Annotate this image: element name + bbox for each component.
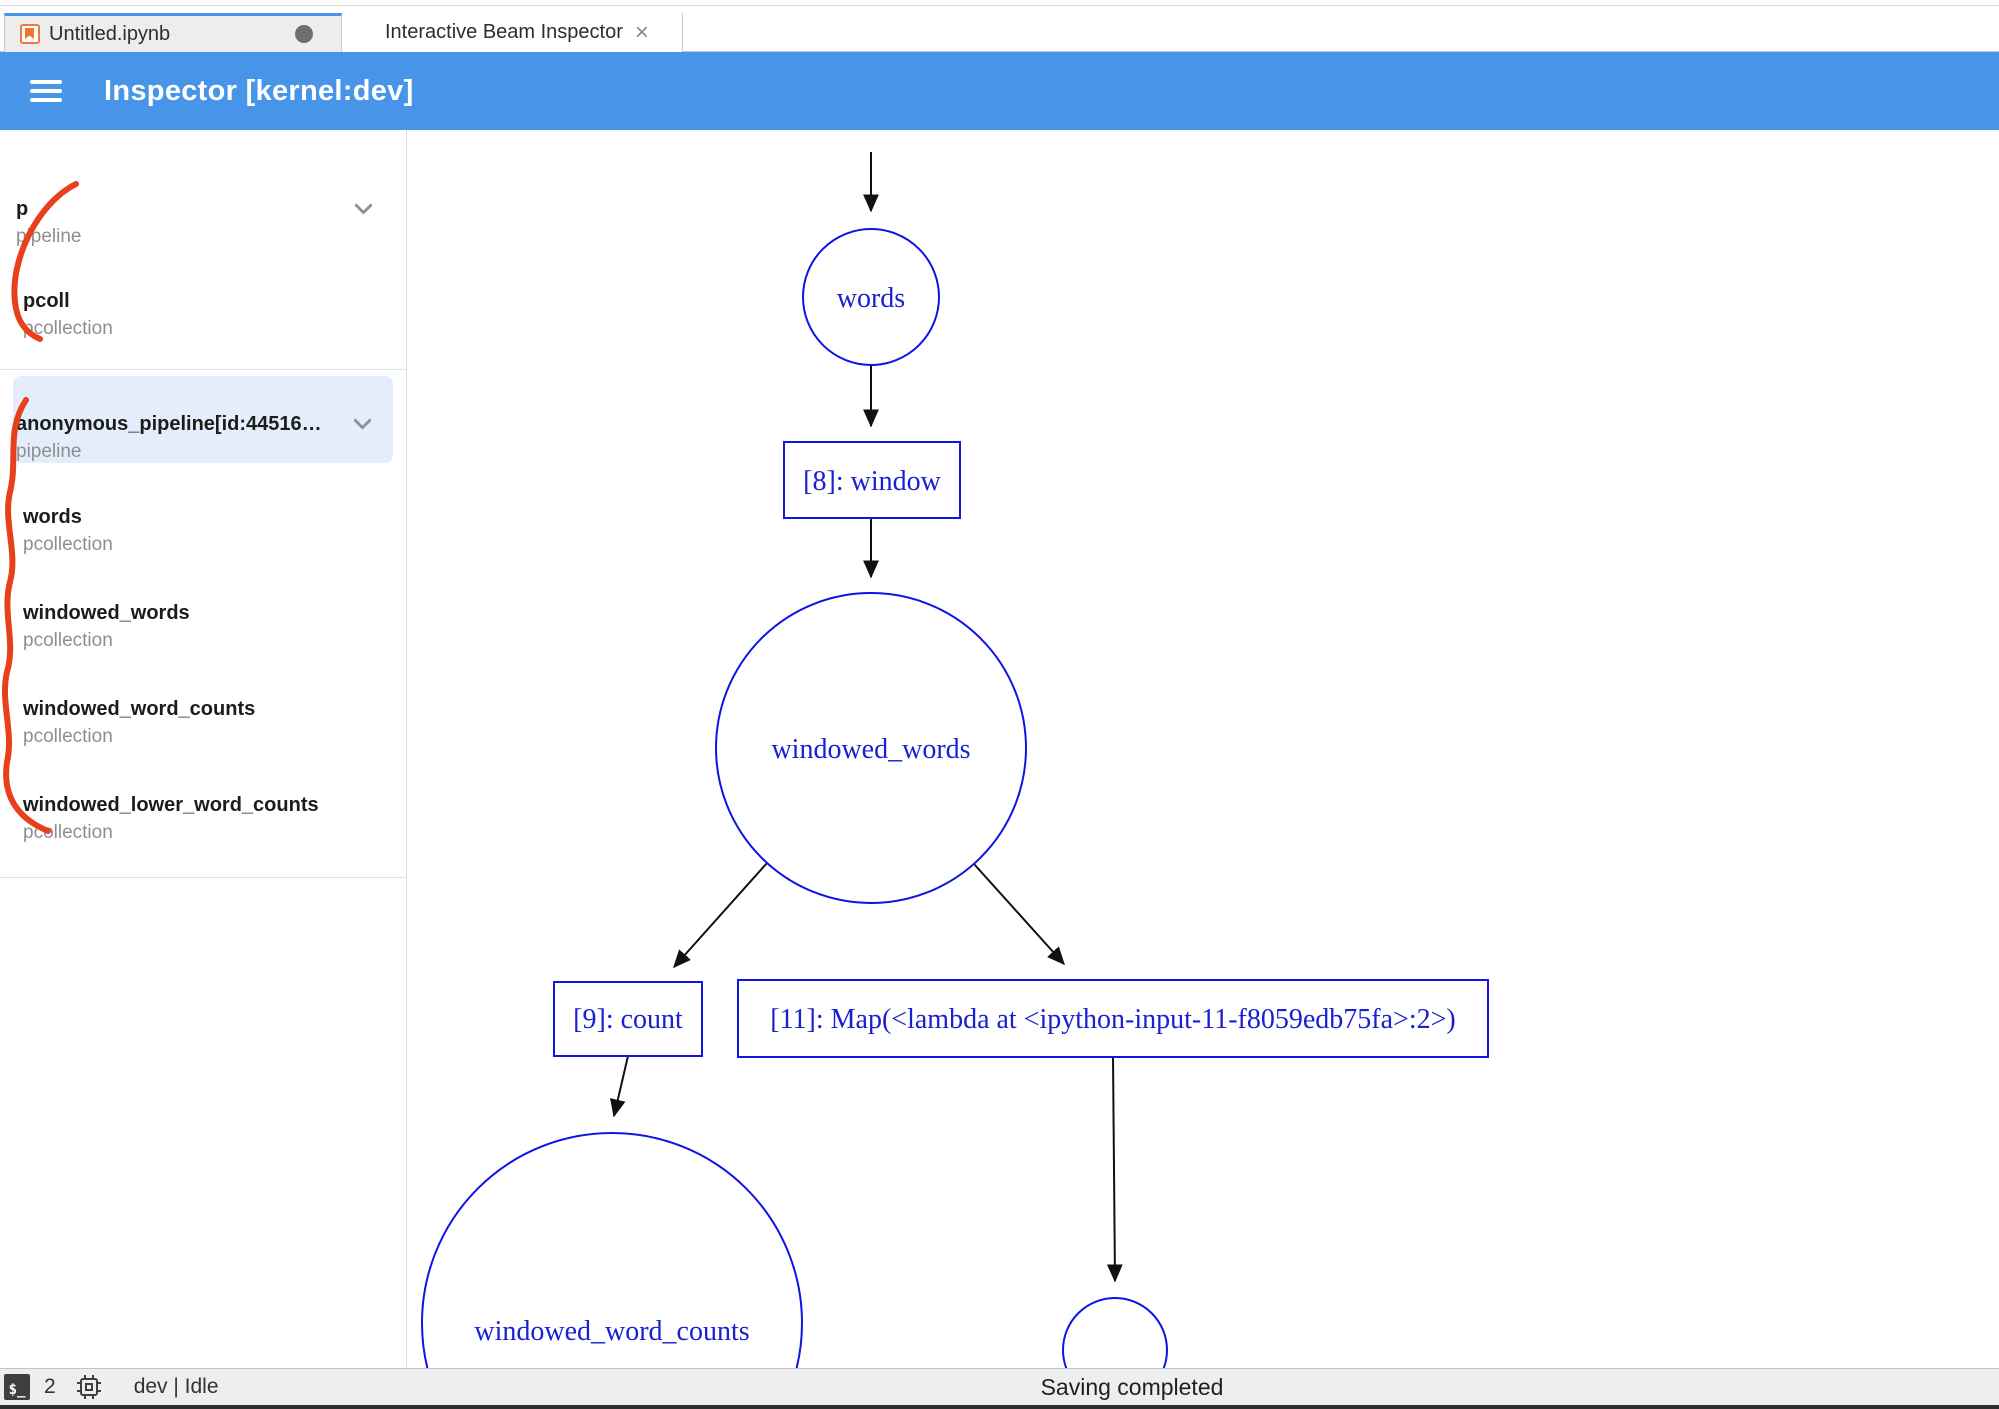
node-map-rect[interactable] <box>737 979 1489 1058</box>
item-name: windowed_lower_word_counts <box>23 794 319 816</box>
edge-count-to-windowed-word-counts <box>610 1055 629 1118</box>
item-name: p <box>16 198 29 220</box>
tab-label: Untitled.ipynb <box>49 22 171 45</box>
pipeline-list-p: p pipeline pcoll pcollection <box>0 153 406 370</box>
tab-untitled-notebook[interactable]: Untitled.ipynb <box>4 13 342 52</box>
node-count-label: [9]: count <box>573 1004 683 1035</box>
item-type: pcollection <box>23 726 113 747</box>
pipeline-graph: words [8]: window windowed_words [9]: co… <box>421 152 1489 1368</box>
edge-map-to-result <box>1106 1056 1123 1283</box>
node-window-label: [8]: window <box>803 466 941 497</box>
item-name: windowed_word_counts <box>23 698 256 720</box>
window-top-strip <box>0 0 1999 13</box>
node-count-rect[interactable] <box>553 981 703 1057</box>
inspector-content: p pipeline pcoll pcollection anonymous_p… <box>0 130 1999 1368</box>
tab-interactive-beam-inspector[interactable]: Interactive Beam Inspector × <box>342 13 683 52</box>
status-bar: $_ 2 dev | Idle Saving completed <box>0 1368 1999 1405</box>
window-bottom-edge <box>0 1405 1999 1409</box>
sidebar-item-words[interactable]: words pcollection <box>0 503 406 559</box>
node-windowed-word-counts-label: windowed_word_counts <box>474 1316 749 1347</box>
close-icon[interactable]: × <box>634 18 649 46</box>
item-type: pcollection <box>23 822 113 843</box>
node-window-rect[interactable] <box>783 441 961 519</box>
sidebar-item-windowed-lower-word-counts[interactable]: windowed_lower_word_counts pcollection <box>0 791 406 847</box>
item-name: pcoll <box>23 290 70 312</box>
node-map-label: [11]: Map(<lambda at <ipython-input-11-f… <box>770 1004 1455 1035</box>
node-result-circle[interactable] <box>1062 1297 1168 1368</box>
item-name: windowed_words <box>23 602 190 624</box>
dock-tab-bar: Untitled.ipynb Interactive Beam Inspecto… <box>0 13 1999 52</box>
hamburger-menu-icon[interactable] <box>30 75 62 107</box>
unsaved-changes-dot-icon <box>295 25 313 43</box>
node-words-label: words <box>837 283 905 314</box>
notebook-icon <box>20 24 40 44</box>
item-type: pcollection <box>23 630 113 651</box>
sidebar-item-p[interactable]: p pipeline <box>0 195 406 251</box>
sidebar-item-windowed-words[interactable]: windowed_words pcollection <box>0 599 406 655</box>
item-type: pipeline <box>16 226 82 247</box>
node-words-circle[interactable] <box>802 228 940 366</box>
item-name: words <box>23 506 82 528</box>
inspector-app-bar: Inspector [kernel:dev] <box>0 52 1999 130</box>
node-windowed-word-counts-circle[interactable] <box>421 1132 803 1368</box>
edge-to-map <box>973 863 1065 966</box>
sidebar-item-windowed-word-counts[interactable]: windowed_word_counts pcollection <box>0 695 406 751</box>
save-status-message: Saving completed <box>1040 1373 1224 1400</box>
node-windowed-words-circle[interactable] <box>715 592 1027 904</box>
item-name: anonymous_pipeline[id:44516… <box>16 413 322 435</box>
terminal-count: 2 <box>44 1375 56 1398</box>
tab-label: Interactive Beam Inspector <box>385 21 623 43</box>
pipeline-sidebar: p pipeline pcoll pcollection anonymous_p… <box>0 130 407 1368</box>
top-divider <box>0 5 1999 6</box>
sidebar-item-anonymous-pipeline[interactable]: anonymous_pipeline[id:44516… pipeline <box>13 376 393 463</box>
node-windowed-words-label: windowed_words <box>771 734 970 765</box>
kernel-chip-icon[interactable] <box>76 1374 102 1400</box>
edge-to-count <box>673 862 768 969</box>
item-type: pipeline <box>16 441 82 462</box>
pipeline-list-anonymous: anonymous_pipeline[id:44516… pipeline wo… <box>0 370 406 878</box>
terminal-icon[interactable]: $_ <box>4 1374 30 1400</box>
kernel-status[interactable]: dev | Idle <box>133 1375 219 1398</box>
item-type: pcollection <box>23 534 113 555</box>
inspector-title: Inspector [kernel:dev] <box>104 74 414 107</box>
sidebar-item-pcoll[interactable]: pcoll pcollection <box>0 287 406 343</box>
item-type: pcollection <box>23 318 113 339</box>
